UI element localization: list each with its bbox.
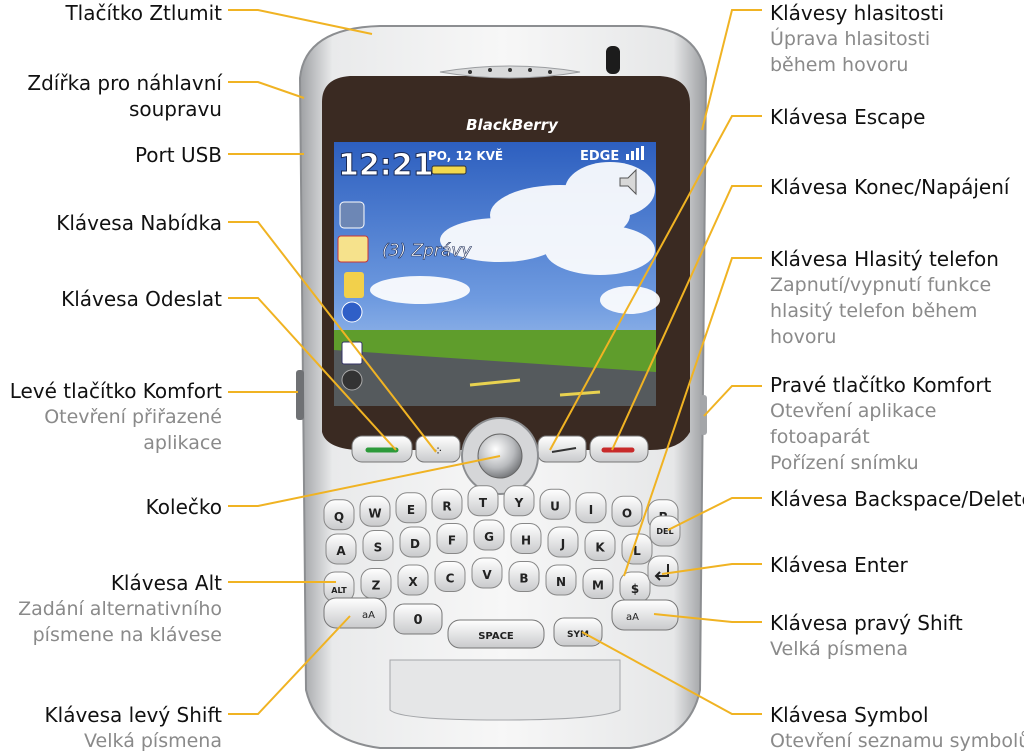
key-label: V (482, 568, 492, 582)
key-label: A (336, 544, 346, 558)
screen-date: PO, 12 KVĚ (428, 148, 503, 163)
key-g[interactable] (473, 519, 505, 551)
zero-key[interactable] (393, 603, 443, 635)
key-s[interactable] (362, 530, 394, 561)
messages-label: (3) Zprávy (382, 241, 472, 261)
key-label: W (368, 506, 381, 520)
key-label: L (633, 544, 641, 558)
key-i[interactable] (575, 492, 607, 524)
right-convenience-button[interactable] (700, 395, 707, 435)
label-symbol: Klávesa Symbol Otevření seznamu symbolů (770, 703, 1024, 752)
key-label: Z (372, 579, 381, 593)
key-label: U (550, 499, 560, 513)
key-label: N (556, 575, 566, 589)
left-convenience-button[interactable] (296, 370, 304, 420)
key-label: S (374, 541, 383, 555)
label-mute: Tlačítko Ztlumit (65, 1, 222, 25)
key-n[interactable] (545, 564, 577, 596)
key-label: C (446, 572, 455, 586)
battery-icon (431, 165, 467, 175)
key-label: Q (334, 510, 344, 524)
svg-text:SPACE: SPACE (478, 631, 514, 642)
label-send: Klávesa Odeslat (61, 287, 222, 311)
label-menu: Klávesa Nabídka (56, 211, 222, 235)
label-end: Klávesa Konec/Napájení (770, 175, 1010, 199)
key-m[interactable] (582, 568, 614, 599)
label-left-convenience: Levé tlačítko Komfort Otevření přiřazené… (9, 379, 222, 454)
key-v[interactable] (471, 557, 503, 589)
space-key[interactable] (447, 619, 545, 649)
label-escape: Klávesa Escape (770, 105, 926, 129)
key-b[interactable] (508, 561, 540, 592)
key-j[interactable] (547, 526, 579, 558)
network-label: EDGE (580, 149, 619, 164)
key-y[interactable] (503, 485, 535, 517)
label-right-shift: Klávesa pravý Shift Velká písmena (770, 611, 963, 660)
escape-key[interactable] (537, 435, 587, 463)
left-shift-key[interactable] (323, 597, 387, 629)
key-label: G (484, 530, 494, 544)
label-usb: Port USB (134, 143, 222, 167)
key-d[interactable] (399, 526, 431, 558)
key-h[interactable] (510, 523, 542, 554)
key-label: T (479, 496, 488, 510)
key-label: O (622, 506, 632, 520)
svg-text:0: 0 (413, 613, 422, 628)
key-label: J (560, 537, 565, 551)
svg-text:SYM: SYM (567, 630, 589, 640)
svg-text:⁘: ⁘ (433, 444, 443, 458)
key-label: ALT (331, 586, 347, 595)
key-x[interactable] (397, 564, 429, 596)
key-label: R (442, 499, 451, 513)
key-label: F (448, 534, 456, 548)
key-label: M (592, 579, 604, 593)
label-speaker: Klávesa Hlasitý telefon Zapnutí/vypnutí … (770, 247, 999, 348)
svg-text:aA: aA (362, 610, 375, 621)
brand-logo: BlackBerry (466, 116, 559, 134)
label-right-convenience: Pravé tlačítko Komfort Otevření aplikace… (770, 373, 992, 474)
key-k[interactable] (584, 530, 616, 561)
label-left-shift: Klávesa levý Shift Velká písmena (44, 703, 222, 752)
key-label: K (595, 541, 605, 555)
key-label: E (407, 503, 415, 517)
key-label: D (410, 537, 420, 551)
key-label: H (521, 534, 531, 548)
key-label: $ (631, 582, 639, 596)
label-trackball: Kolečko (145, 495, 222, 519)
key-c[interactable] (434, 561, 466, 592)
key-label: I (589, 503, 593, 517)
key-f[interactable] (436, 523, 468, 554)
enter-key[interactable] (647, 555, 679, 587)
key-u[interactable] (539, 488, 571, 520)
right-shift-key[interactable] (611, 599, 679, 631)
key-label: X (408, 575, 418, 589)
keyboard: QWERTYUIOPASDFGHJKLALTZXCVBNM$DEL (323, 485, 681, 603)
label-enter: Klávesa Enter (770, 553, 908, 577)
key-label: Y (514, 496, 524, 510)
key-label: DEL (656, 527, 673, 536)
key-label: B (519, 572, 528, 586)
label-backspace: Klávesa Backspace/Delete (770, 487, 1024, 511)
label-headset: Zdířka pro náhlavní soupravu (27, 71, 222, 121)
key-a[interactable] (325, 533, 357, 565)
screen-time: 12:21 (338, 148, 434, 183)
label-volume: Klávesy hlasitosti Úprava hlasitosti běh… (770, 1, 945, 76)
label-alt: Klávesa Alt Zadání alternativního písmen… (18, 571, 222, 646)
svg-text:aA: aA (626, 612, 639, 623)
